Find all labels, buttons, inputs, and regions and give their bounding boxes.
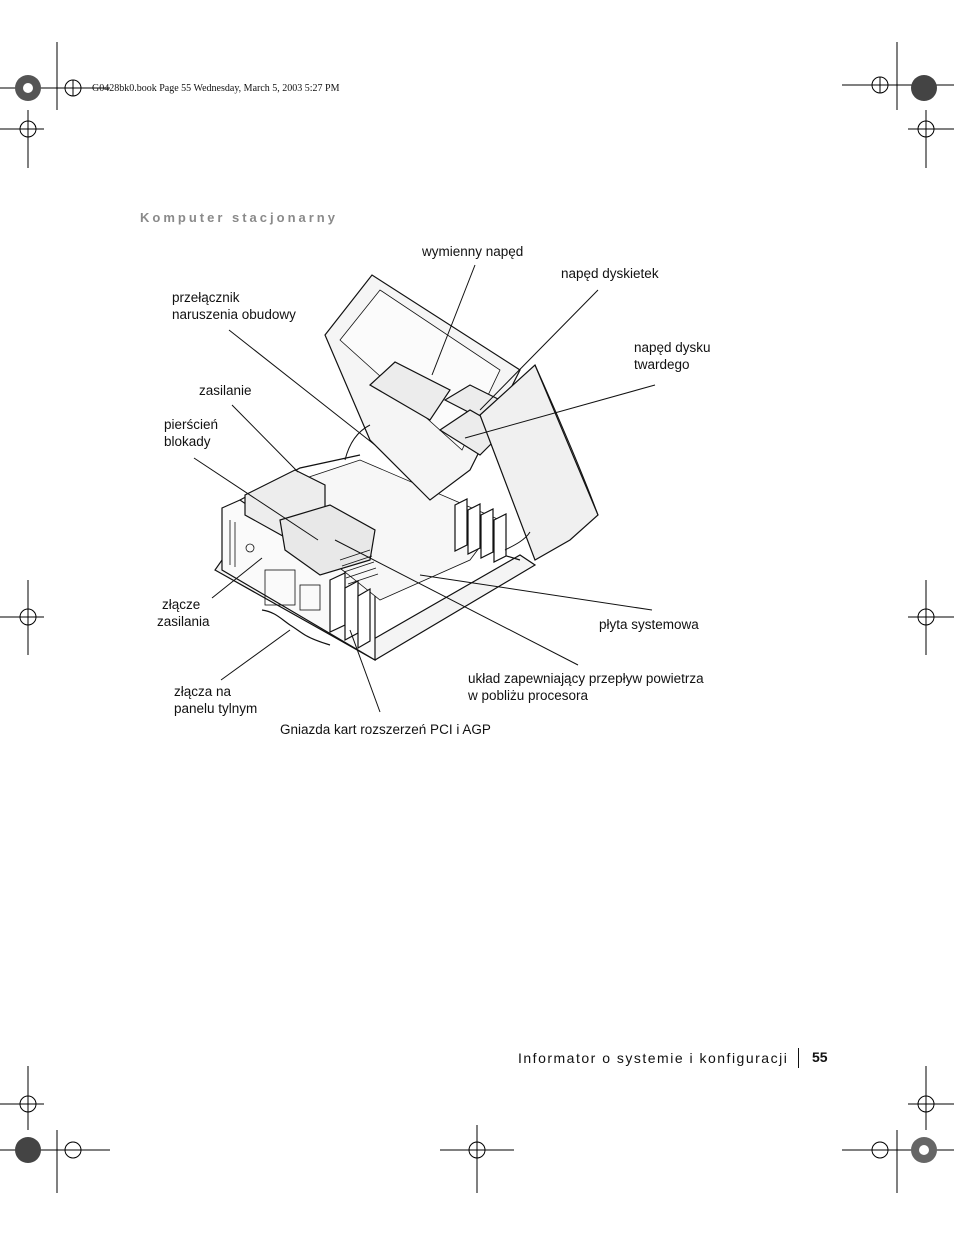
callout-padlock-ring: pierścień blokady [164,416,218,450]
callout-hard-drive: napęd dysku twardego [634,339,711,373]
airflow-shroud-shape [279,504,376,576]
footer-separator [798,1048,799,1068]
callout-intrusion-switch: przełącznik naruszenia obudowy [172,289,296,323]
callout-hard-drive-line2: twardego [634,357,690,372]
section-title: Komputer stacjonarny [140,210,338,225]
callout-back-panel-line2: panelu tylnym [174,701,258,716]
callout-removable-drive: wymienny napęd [422,244,524,259]
leader-lines [193,264,656,713]
file-info-header: G0428bk0.book Page 55 Wednesday, March 5… [92,83,340,94]
callout-floppy-drive: napęd dyskietek [561,266,659,281]
callout-card-slots: Gniazda kart rozszerzeń PCI i AGP [280,722,491,737]
callout-power-connector-line2: zasilania [157,614,210,629]
callout-padlock-ring-line1: pierścień [164,417,219,432]
page-number: 55 [812,1049,828,1065]
callout-airflow-line2: w pobliżu procesora [468,688,589,703]
callout-power-supply: zasilanie [199,383,252,398]
callout-power-connector-line1: złącze [162,597,201,612]
callout-system-board: płyta systemowa [599,617,699,632]
expansion-cards [329,498,507,650]
connectors-brace [261,609,331,646]
removable-drive-shape [368,361,451,421]
callout-padlock-ring-line2: blokady [164,434,211,449]
callout-hard-drive-line1: napęd dysku [634,340,711,355]
footer-book-title: Informator o systemie i konfiguracji [518,1050,789,1066]
front-cover [479,363,599,561]
callout-airflow-shroud: układ zapewniający przepływ powietrza w … [468,670,704,704]
callout-power-connector: złącze zasilania [157,596,210,630]
callout-airflow-line1: układ zapewniający przepływ powietrza [468,671,704,686]
callout-intrusion-switch-line1: przełącznik [172,290,240,305]
callout-back-panel-connectors: złącza na panelu tylnym [174,683,257,717]
callout-intrusion-switch-line2: naruszenia obudowy [172,307,296,322]
callout-back-panel-line1: złącza na [174,684,232,699]
